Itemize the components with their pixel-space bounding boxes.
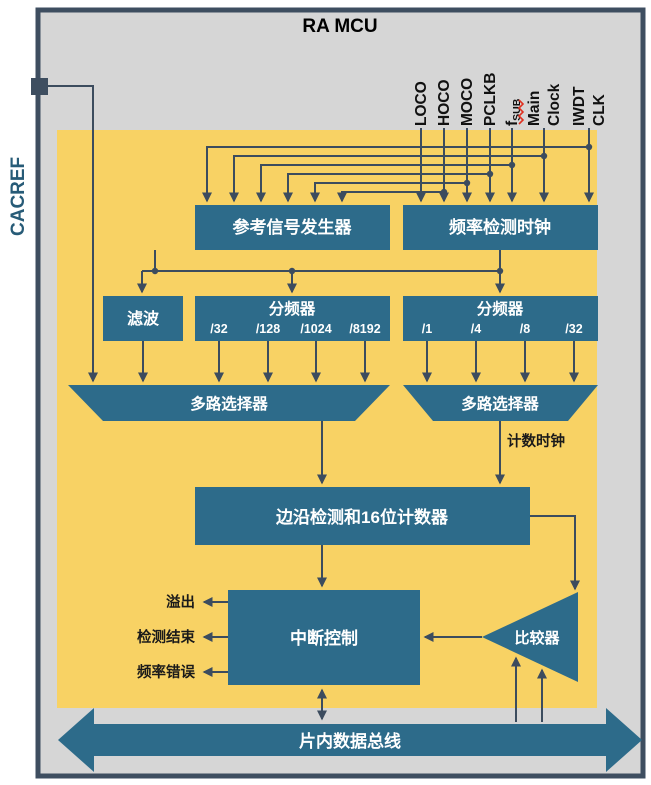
comparator-label: 比较器 — [514, 629, 560, 647]
freq-error-label: 频率错误 — [137, 663, 195, 681]
junction-dot — [486, 170, 494, 178]
cacref-pin-label: CACREF — [8, 157, 29, 236]
spellcheck-squiggle — [517, 99, 525, 125]
divider-ratio: /32 — [565, 322, 582, 336]
ref-signal-generator-label: 参考信号发生器 — [233, 217, 353, 237]
clock-label-hoco: HOCO — [436, 80, 453, 127]
junction-dot — [151, 267, 159, 275]
data-bus — [58, 708, 642, 772]
clock-label-moco: MOCO — [459, 78, 476, 126]
divider-meas-title: 分频器 — [477, 299, 524, 318]
mcu-title: RA MCU — [302, 16, 377, 37]
wire — [530, 515, 580, 591]
overflow-label: 溢出 — [166, 593, 195, 611]
interrupt-control-block — [228, 590, 420, 685]
clock-label-pclkb: PCLKB — [482, 73, 499, 126]
wire — [283, 173, 490, 203]
divider-ref-block — [195, 296, 390, 341]
junction-dot — [463, 179, 471, 187]
divider-ratio: /8192 — [349, 322, 380, 336]
divider-ratio: /1024 — [300, 322, 331, 336]
freq-detect-clock-label: 频率检测时钟 — [449, 217, 551, 237]
freq-detect-clock-block — [403, 205, 598, 250]
divider-meas-block — [403, 296, 598, 341]
mux-left-block — [68, 385, 390, 421]
wire — [256, 164, 512, 203]
detect-end-label: 检测结束 — [137, 628, 195, 646]
divider-ratio: /32 — [210, 322, 227, 336]
filter-label: 滤波 — [127, 309, 160, 328]
clock-label-iwdt: IWDT — [571, 86, 588, 126]
junction-dot — [585, 143, 593, 151]
ref-signal-generator-block — [195, 205, 390, 250]
filter-block — [103, 296, 183, 341]
divider-ref-title: 分频器 — [269, 299, 316, 318]
comparator-block — [482, 592, 578, 682]
divider-ratio: /8 — [520, 322, 530, 336]
data-bus-label: 片内数据总线 — [299, 731, 401, 751]
mux-right-block — [403, 385, 598, 421]
divider-ratio: /4 — [471, 322, 481, 336]
edge-counter-block — [195, 487, 530, 545]
interrupt-control-label: 中断控制 — [290, 628, 358, 648]
edge-counter-label: 边沿检测和16位计数器 — [275, 507, 449, 527]
junction-dot — [440, 188, 448, 196]
junction-dot — [288, 267, 296, 275]
wire — [337, 191, 444, 203]
cacref-pin — [31, 78, 48, 95]
divider-ratio: /1 — [422, 322, 432, 336]
junction-dot — [540, 152, 548, 160]
clock-label-main: Main — [526, 91, 543, 126]
clock-label-loco: LOCO — [413, 81, 430, 126]
junction-dot — [496, 267, 504, 275]
cacref-wire — [48, 85, 98, 383]
mux-left-label: 多路选择器 — [190, 394, 268, 413]
clock-label-main-clock: Clock — [546, 83, 563, 126]
clock-label-iwdt-clk: CLK — [591, 93, 608, 126]
wire — [202, 146, 589, 203]
clock-source-labels: LOCO HOCO MOCO PCLKB fSUB Main Clock IWD… — [413, 73, 608, 126]
wire — [229, 155, 544, 203]
wire — [310, 182, 467, 203]
divider-ratio: /128 — [256, 322, 280, 336]
signal-wires — [48, 85, 594, 722]
mux-right-label: 多路选择器 — [461, 394, 539, 413]
junction-dot — [508, 161, 516, 169]
counting-clock-label: 计数时钟 — [507, 432, 565, 450]
